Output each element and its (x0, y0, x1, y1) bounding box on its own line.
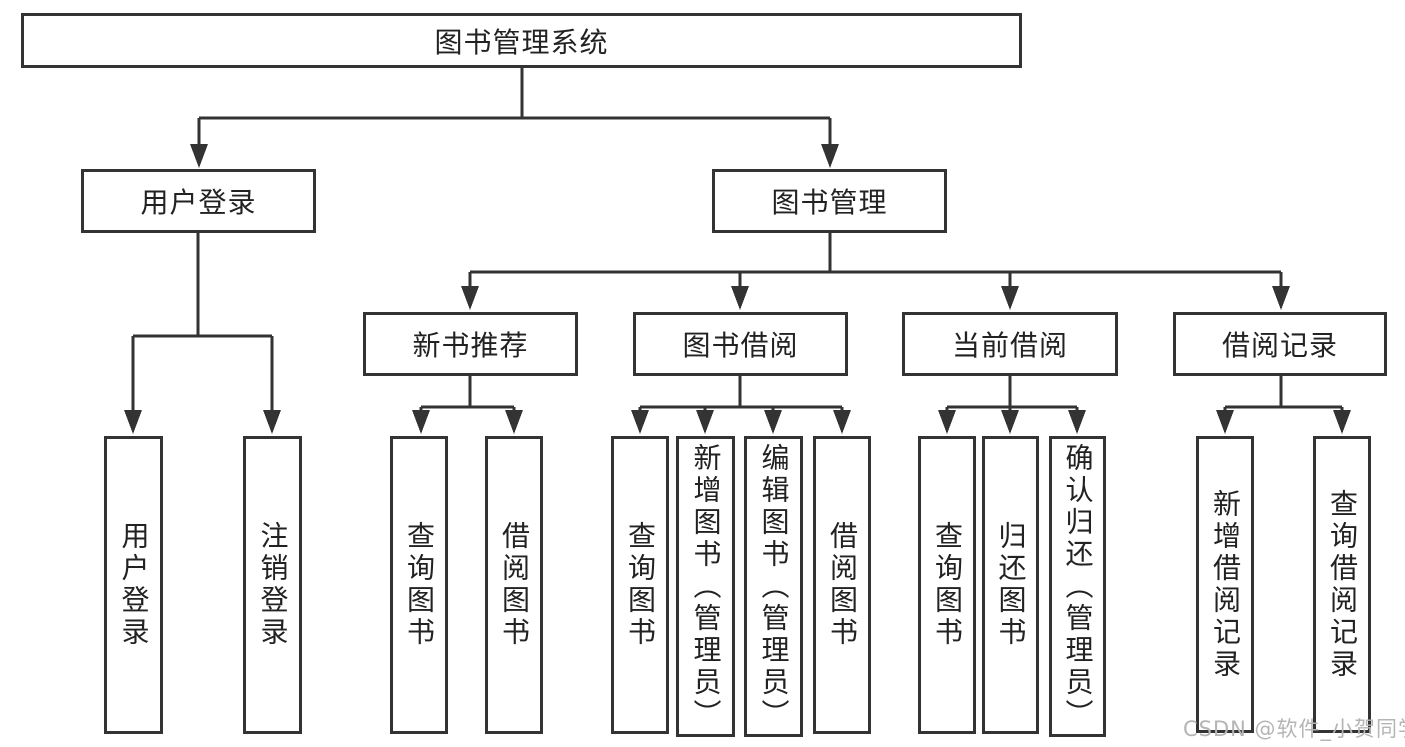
node-user-login-label: 用户登录 (140, 186, 257, 219)
watermark: CSDN @软件_小贺同学 (1183, 717, 1405, 741)
leaf-query-books-3-label: 查询图书 (931, 521, 964, 649)
leaf-logout: 注销登录 (243, 436, 302, 734)
leaf-edit-book-admin-label: 编辑图书（管理员） (757, 442, 791, 731)
leaf-confirm-return-admin: 确认归还（管理员） (1049, 436, 1106, 737)
leaf-query-borrow-record-label: 查询借阅记录 (1326, 488, 1359, 681)
node-root: 图书管理系统 (21, 13, 1022, 68)
leaf-confirm-return-admin-label: 确认归还（管理员） (1061, 442, 1095, 731)
leaf-return-books: 归还图书 (982, 436, 1039, 734)
node-user-login: 用户登录 (81, 169, 316, 233)
leaf-return-books-label: 归还图书 (994, 521, 1028, 649)
leaf-logout-label: 注销登录 (256, 521, 290, 649)
leaf-query-books-1-label: 查询图书 (403, 521, 436, 649)
leaf-user-login-label: 用户登录 (117, 521, 151, 649)
node-borrowing-records: 借阅记录 (1173, 312, 1387, 376)
node-current-borrowing: 当前借阅 (902, 312, 1118, 376)
leaf-add-book-admin-label: 新增图书（管理员） (689, 442, 723, 731)
node-book-management: 图书管理 (712, 169, 947, 233)
leaf-user-login: 用户登录 (104, 436, 163, 734)
node-current-borrowing-label: 当前借阅 (951, 329, 1068, 362)
leaf-borrow-books-2: 借阅图书 (813, 436, 871, 734)
leaf-add-borrow-record-label: 新增借阅记录 (1209, 488, 1242, 681)
leaf-add-book-admin: 新增图书（管理员） (676, 436, 735, 737)
node-root-label: 图书管理系统 (434, 25, 609, 59)
leaf-borrow-books-2-label: 借阅图书 (826, 521, 859, 649)
node-new-book-recommend-label: 新书推荐 (412, 329, 529, 362)
leaf-query-books-3: 查询图书 (918, 436, 976, 734)
leaf-query-books-1: 查询图书 (390, 436, 448, 734)
leaf-borrow-books-1-label: 借阅图书 (498, 521, 531, 649)
node-book-management-label: 图书管理 (771, 186, 888, 219)
node-new-book-recommend: 新书推荐 (363, 312, 578, 376)
leaf-query-borrow-record: 查询借阅记录 (1313, 436, 1371, 733)
leaf-borrow-books-1: 借阅图书 (485, 436, 543, 734)
node-book-borrowing-label: 图书借阅 (682, 329, 799, 362)
node-borrowing-records-label: 借阅记录 (1221, 329, 1338, 362)
leaf-query-books-2-label: 查询图书 (624, 521, 657, 649)
leaf-edit-book-admin: 编辑图书（管理员） (744, 436, 803, 737)
node-book-borrowing: 图书借阅 (633, 312, 848, 376)
leaf-query-books-2: 查询图书 (611, 436, 669, 734)
leaf-add-borrow-record: 新增借阅记录 (1196, 436, 1254, 733)
